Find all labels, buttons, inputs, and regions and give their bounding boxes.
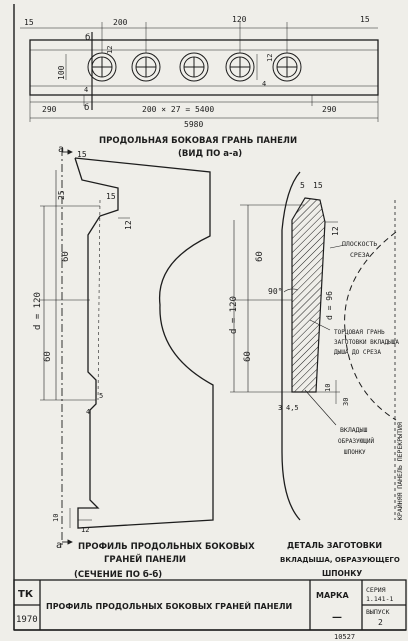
dim-right-margin: 290: [322, 105, 337, 114]
note-cut-plane: ПЛОСКОСТЬ: [342, 240, 377, 248]
note-blank-end-2: ЗАГОТОВКИ ВКЛАДЫША: [334, 339, 399, 346]
note-cut-plane-2: СРЕЗА: [350, 251, 370, 259]
profile-dim-right-12: 12: [124, 220, 133, 230]
profile-dim-lower-60: 60: [43, 351, 53, 362]
detail-dim-right-10: 10: [324, 384, 332, 392]
dim-hole-pitch-right: 120: [232, 15, 247, 24]
top-view-caption: ПРОДОЛЬНАЯ БОКОВАЯ ГРАНЬ ПАНЕЛИ: [99, 136, 297, 146]
issue-label: ВЫПУСК: [366, 608, 390, 616]
series-number: 1.141-1: [366, 595, 393, 603]
detail-dim-top-5: 5: [300, 181, 305, 190]
profile-dim-foot-5: 5: [99, 392, 103, 400]
profile-caption-2: ГРАНЕЙ ПАНЕЛИ: [104, 553, 186, 565]
dim-left-edge: 15: [24, 18, 34, 27]
profile-caption-3: (СЕЧЕНИЕ ПО б-б): [74, 569, 162, 580]
series-label: СЕРИЯ: [366, 586, 386, 594]
top-view-caption-sub: (ВИД ПО а-а): [178, 149, 242, 159]
opening-hole-2: [131, 52, 161, 82]
detail-dim-right-12: 12: [331, 226, 340, 236]
mark-value: —: [332, 612, 342, 623]
title-block: ТК 1970 ПРОФИЛЬ ПРОДОЛЬНЫХ БОКОВЫХ ГРАНЕ…: [13, 579, 407, 641]
top-view: 15 200 120 15 100 12 12 4 4 290 200 × 27…: [20, 15, 379, 159]
section-mark-a-top: а: [58, 144, 64, 155]
detail-dim-top-15: 15: [313, 181, 323, 190]
detail-caption-3: ШПОНКУ: [322, 569, 362, 578]
profile-dim-bottom-10: 10: [52, 514, 60, 522]
note-blank-end-3: ДЫША ДО СРЕЗА: [334, 349, 381, 356]
detail-dim-right-30: 30: [342, 398, 350, 406]
title-year: 1970: [16, 615, 38, 625]
note-insert: ВКЛАДЫШ: [340, 426, 367, 434]
dim-offset-4: 4: [84, 86, 88, 94]
profile-dim-upper-60: 60: [61, 251, 71, 262]
section-mark-b-top: б: [85, 32, 90, 43]
title-org: ТК: [18, 589, 34, 600]
detail-dim-lower-60: 60: [243, 351, 253, 362]
detail-dim-angle: 90°: [268, 287, 282, 296]
detail-caption-2: ВКЛАДЫША, ОБРАЗУЮЩЕГО: [280, 556, 400, 564]
dim-height: 100: [57, 65, 66, 80]
detail-dim-foot-3: 3: [278, 404, 282, 412]
section-mark-a-bottom: а: [56, 540, 62, 551]
note-insert-3: ШПОНКУ: [344, 449, 366, 456]
issue-value: 2: [378, 618, 383, 627]
profile-dim-foot-4: 4: [86, 408, 90, 416]
detail-dim-d-96: d = 96: [325, 291, 334, 320]
opening-hole-4: [225, 52, 255, 82]
profile-dim-bottom-12: 12: [81, 526, 89, 534]
detail-dim-d-120: d = 120: [229, 296, 239, 334]
detail-dim-foot-4-5: 4,5: [286, 404, 299, 412]
note-insert-2: ОБРАЗУЮЩИЙ: [338, 438, 375, 445]
dim-offset-small-right: 12: [266, 54, 274, 62]
dim-left-margin: 290: [42, 105, 57, 114]
profile-caption: ПРОФИЛЬ ПРОДОЛЬНЫХ БОКОВЫХ: [78, 542, 255, 552]
sheet-number: 10527: [334, 633, 355, 641]
dim-right-top: 15: [360, 15, 370, 24]
detail-view: 5 15 12 60 90° d = 120 d = 96 60 3 4,5 1…: [229, 171, 400, 578]
profile-dim-d-120: d = 120: [33, 292, 43, 330]
note-blank-end: ТОРЦОВАЯ ГРАНЬ: [334, 329, 385, 336]
dim-total: 5980: [184, 120, 203, 129]
dim-hole-pitch-left: 200: [113, 18, 128, 27]
opening-hole-5: [272, 52, 302, 82]
dim-offset-4-right: 4: [262, 80, 266, 88]
detail-dim-upper-60: 60: [255, 251, 265, 262]
dim-middle: 200 × 27 = 5400: [142, 105, 214, 114]
profile-dim-slope-15: 15: [106, 192, 116, 201]
profile-dim-top-15: 15: [77, 150, 87, 159]
title-text: ПРОФИЛЬ ПРОДОЛЬНЫХ БОКОВЫХ ГРАНЕЙ ПАНЕЛИ: [46, 600, 292, 611]
opening-hole-3: [179, 52, 209, 82]
detail-caption: ДЕТАЛЬ ЗАГОТОВКИ: [287, 541, 382, 550]
mark-label: МАРКА: [316, 591, 350, 600]
dim-offset-small: 12: [106, 46, 114, 54]
side-margin-text: КРАЙНЯЯ ПАНЕЛЬ ПЕРЕКРЫТИЯ: [395, 422, 404, 520]
profile-dim-left-25: 25: [57, 190, 66, 200]
profile-view: а а 15 25 15 12 60 d = 120 60 5 4 10 12 …: [33, 144, 255, 580]
section-mark-b-bottom: б: [84, 102, 89, 113]
